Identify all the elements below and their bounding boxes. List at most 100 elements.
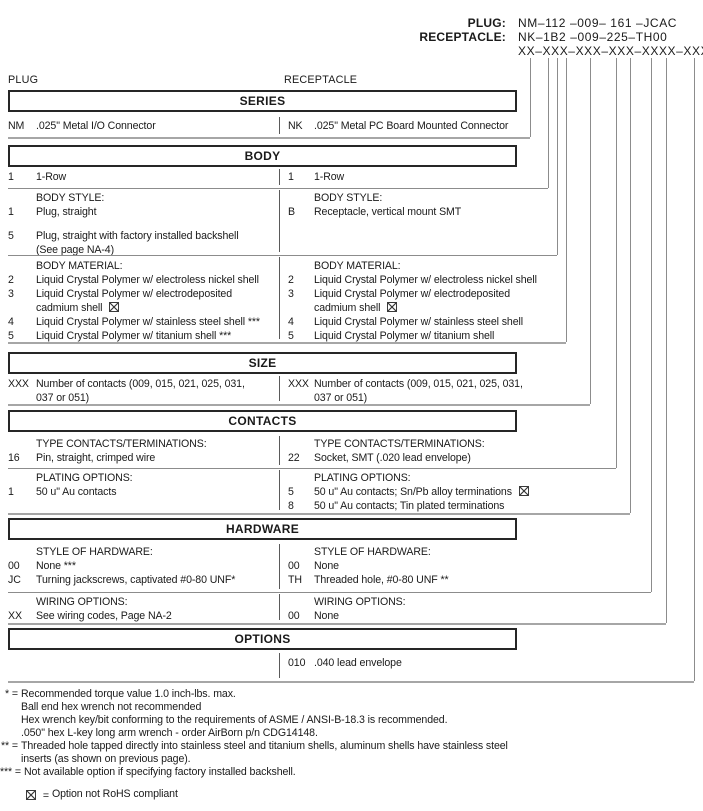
subsection-label: PLATING OPTIONS: xyxy=(314,472,411,484)
subsection-label: WIRING OPTIONS: xyxy=(36,596,128,608)
footnote-text: Hex wrench key/bit conforming to the req… xyxy=(21,714,448,726)
option-text: Pin, straight, crimped wire xyxy=(36,452,156,464)
option-text: .025" Metal PC Board Mounted Connector xyxy=(314,120,509,132)
footnote-line: =Option not RoHS compliant xyxy=(0,788,703,802)
option-code: 5 xyxy=(288,486,294,498)
option-code: B xyxy=(288,206,295,218)
footnote-marker xyxy=(0,714,18,727)
right-column: XXX Number of contacts (009, 015, 021, 02… xyxy=(288,375,700,405)
subsection-header-row: BODY MATERIAL: xyxy=(8,259,278,273)
option-text: Number of contacts (009, 015, 021, 025, … xyxy=(314,378,523,390)
section-block-options-0: 010.040 lead envelope xyxy=(8,652,698,681)
right-column: NK .025" Metal PC Board Mounted Connector xyxy=(288,116,700,133)
subsection-label: BODY MATERIAL: xyxy=(314,260,401,272)
part-number-mask-value: XX–XXX–XXX–XXX–XXXX–XXX xyxy=(518,44,703,58)
subsection-header-row: TYPE CONTACTS/TERMINATIONS: xyxy=(288,437,700,451)
not-rohs-compliant-icon xyxy=(387,302,398,312)
column-divider xyxy=(279,653,280,678)
footnote-line: Ball end hex wrench not recommended xyxy=(0,701,703,714)
subsection-header-row: PLATING OPTIONS: xyxy=(8,471,278,485)
option-text: (See page NA-4) xyxy=(36,244,114,256)
option-code: 22 xyxy=(288,452,300,464)
subsection-header-row: BODY STYLE: xyxy=(288,191,700,205)
option-text: .040 lead envelope xyxy=(314,657,402,669)
footnote-marker: *** = xyxy=(0,766,21,778)
option-row: 5 Liquid Crystal Polymer w/ titanium she… xyxy=(288,329,700,343)
option-text: Liquid Crystal Polymer w/ electroless ni… xyxy=(314,274,537,286)
option-row: B Receptacle, vertical mount SMT xyxy=(288,205,700,219)
receptacle-part-number-label: RECEPTACLE: xyxy=(419,30,506,44)
section-title: BODY xyxy=(244,149,281,163)
subsection-label: STYLE OF HARDWARE: xyxy=(36,546,153,558)
option-code: TH xyxy=(288,574,302,586)
part-number-mask-row: XX–XXX–XXX–XXX–XXXX–XXX xyxy=(0,44,703,58)
footnote-text: Option not RoHS compliant xyxy=(51,788,178,800)
option-row: 4 Liquid Crystal Polymer w/ stainless st… xyxy=(288,315,700,329)
footnote-text: Recommended torque value 1.0 inch-lbs. m… xyxy=(21,688,236,700)
subsection-header-row: BODY STYLE: xyxy=(8,191,278,205)
section-rule xyxy=(8,342,566,344)
column-divider xyxy=(279,594,280,620)
subsection-label: TYPE CONTACTS/TERMINATIONS: xyxy=(36,438,207,450)
subsection-header-row: TYPE CONTACTS/TERMINATIONS: xyxy=(8,437,278,451)
option-row: 037 or 051) xyxy=(8,391,278,405)
option-code: 8 xyxy=(288,500,294,512)
option-row: 010.040 lead envelope xyxy=(288,656,700,670)
section-header-hardware: HARDWARE xyxy=(8,518,517,540)
option-code: XX xyxy=(8,610,22,622)
option-text: None xyxy=(314,560,339,572)
option-text: Liquid Crystal Polymer w/ titanium shell… xyxy=(36,330,232,342)
footnote-line: inserts (as shown on previous page). xyxy=(0,753,703,766)
option-text: See wiring codes, Page NA-2 xyxy=(36,610,172,622)
part-number-connector-line xyxy=(616,58,617,468)
option-text: Number of contacts (009, 015, 021, 025, … xyxy=(36,378,245,390)
subsection-header-row: BODY MATERIAL: xyxy=(288,259,700,273)
footnote-line: * =Recommended torque value 1.0 inch-lbs… xyxy=(0,688,703,701)
footnote-marker: * = xyxy=(5,688,18,700)
column-divider xyxy=(279,257,280,339)
plug-column-header: PLUG xyxy=(8,74,39,86)
option-row: cadmium shell xyxy=(8,301,278,315)
option-row: cadmium shell xyxy=(288,301,700,315)
part-number-connector-line xyxy=(694,58,695,681)
option-code: 1 xyxy=(8,486,14,498)
plug-part-number-label: PLUG: xyxy=(467,16,506,30)
option-code: XXX xyxy=(288,378,309,390)
option-code: 3 xyxy=(8,288,14,300)
option-code: 3 xyxy=(288,288,294,300)
left-column: WIRING OPTIONS: XX See wiring codes, Page … xyxy=(8,593,278,623)
section-rule xyxy=(8,137,530,139)
option-row: 8 50 u" Au contacts; Tin plated terminat… xyxy=(288,499,700,513)
option-text: Liquid Crystal Polymer w/ stainless stee… xyxy=(314,316,524,328)
option-text: None *** xyxy=(36,560,76,572)
section-title: OPTIONS xyxy=(234,632,291,646)
subsection-label: STYLE OF HARDWARE: xyxy=(314,546,431,558)
option-code: NK xyxy=(288,120,303,132)
option-text: Liquid Crystal Polymer w/ stainless stee… xyxy=(36,316,260,328)
section-rule xyxy=(8,513,630,515)
subsection-label: TYPE CONTACTS/TERMINATIONS: xyxy=(314,438,485,450)
option-text: Receptacle, vertical mount SMT xyxy=(314,206,462,218)
part-number-connector-line xyxy=(548,58,549,188)
subsection-header-row: STYLE OF HARDWARE: xyxy=(8,545,278,559)
footnote-marker xyxy=(0,701,18,714)
option-text: Liquid Crystal Polymer w/ electrodeposit… xyxy=(36,288,232,300)
